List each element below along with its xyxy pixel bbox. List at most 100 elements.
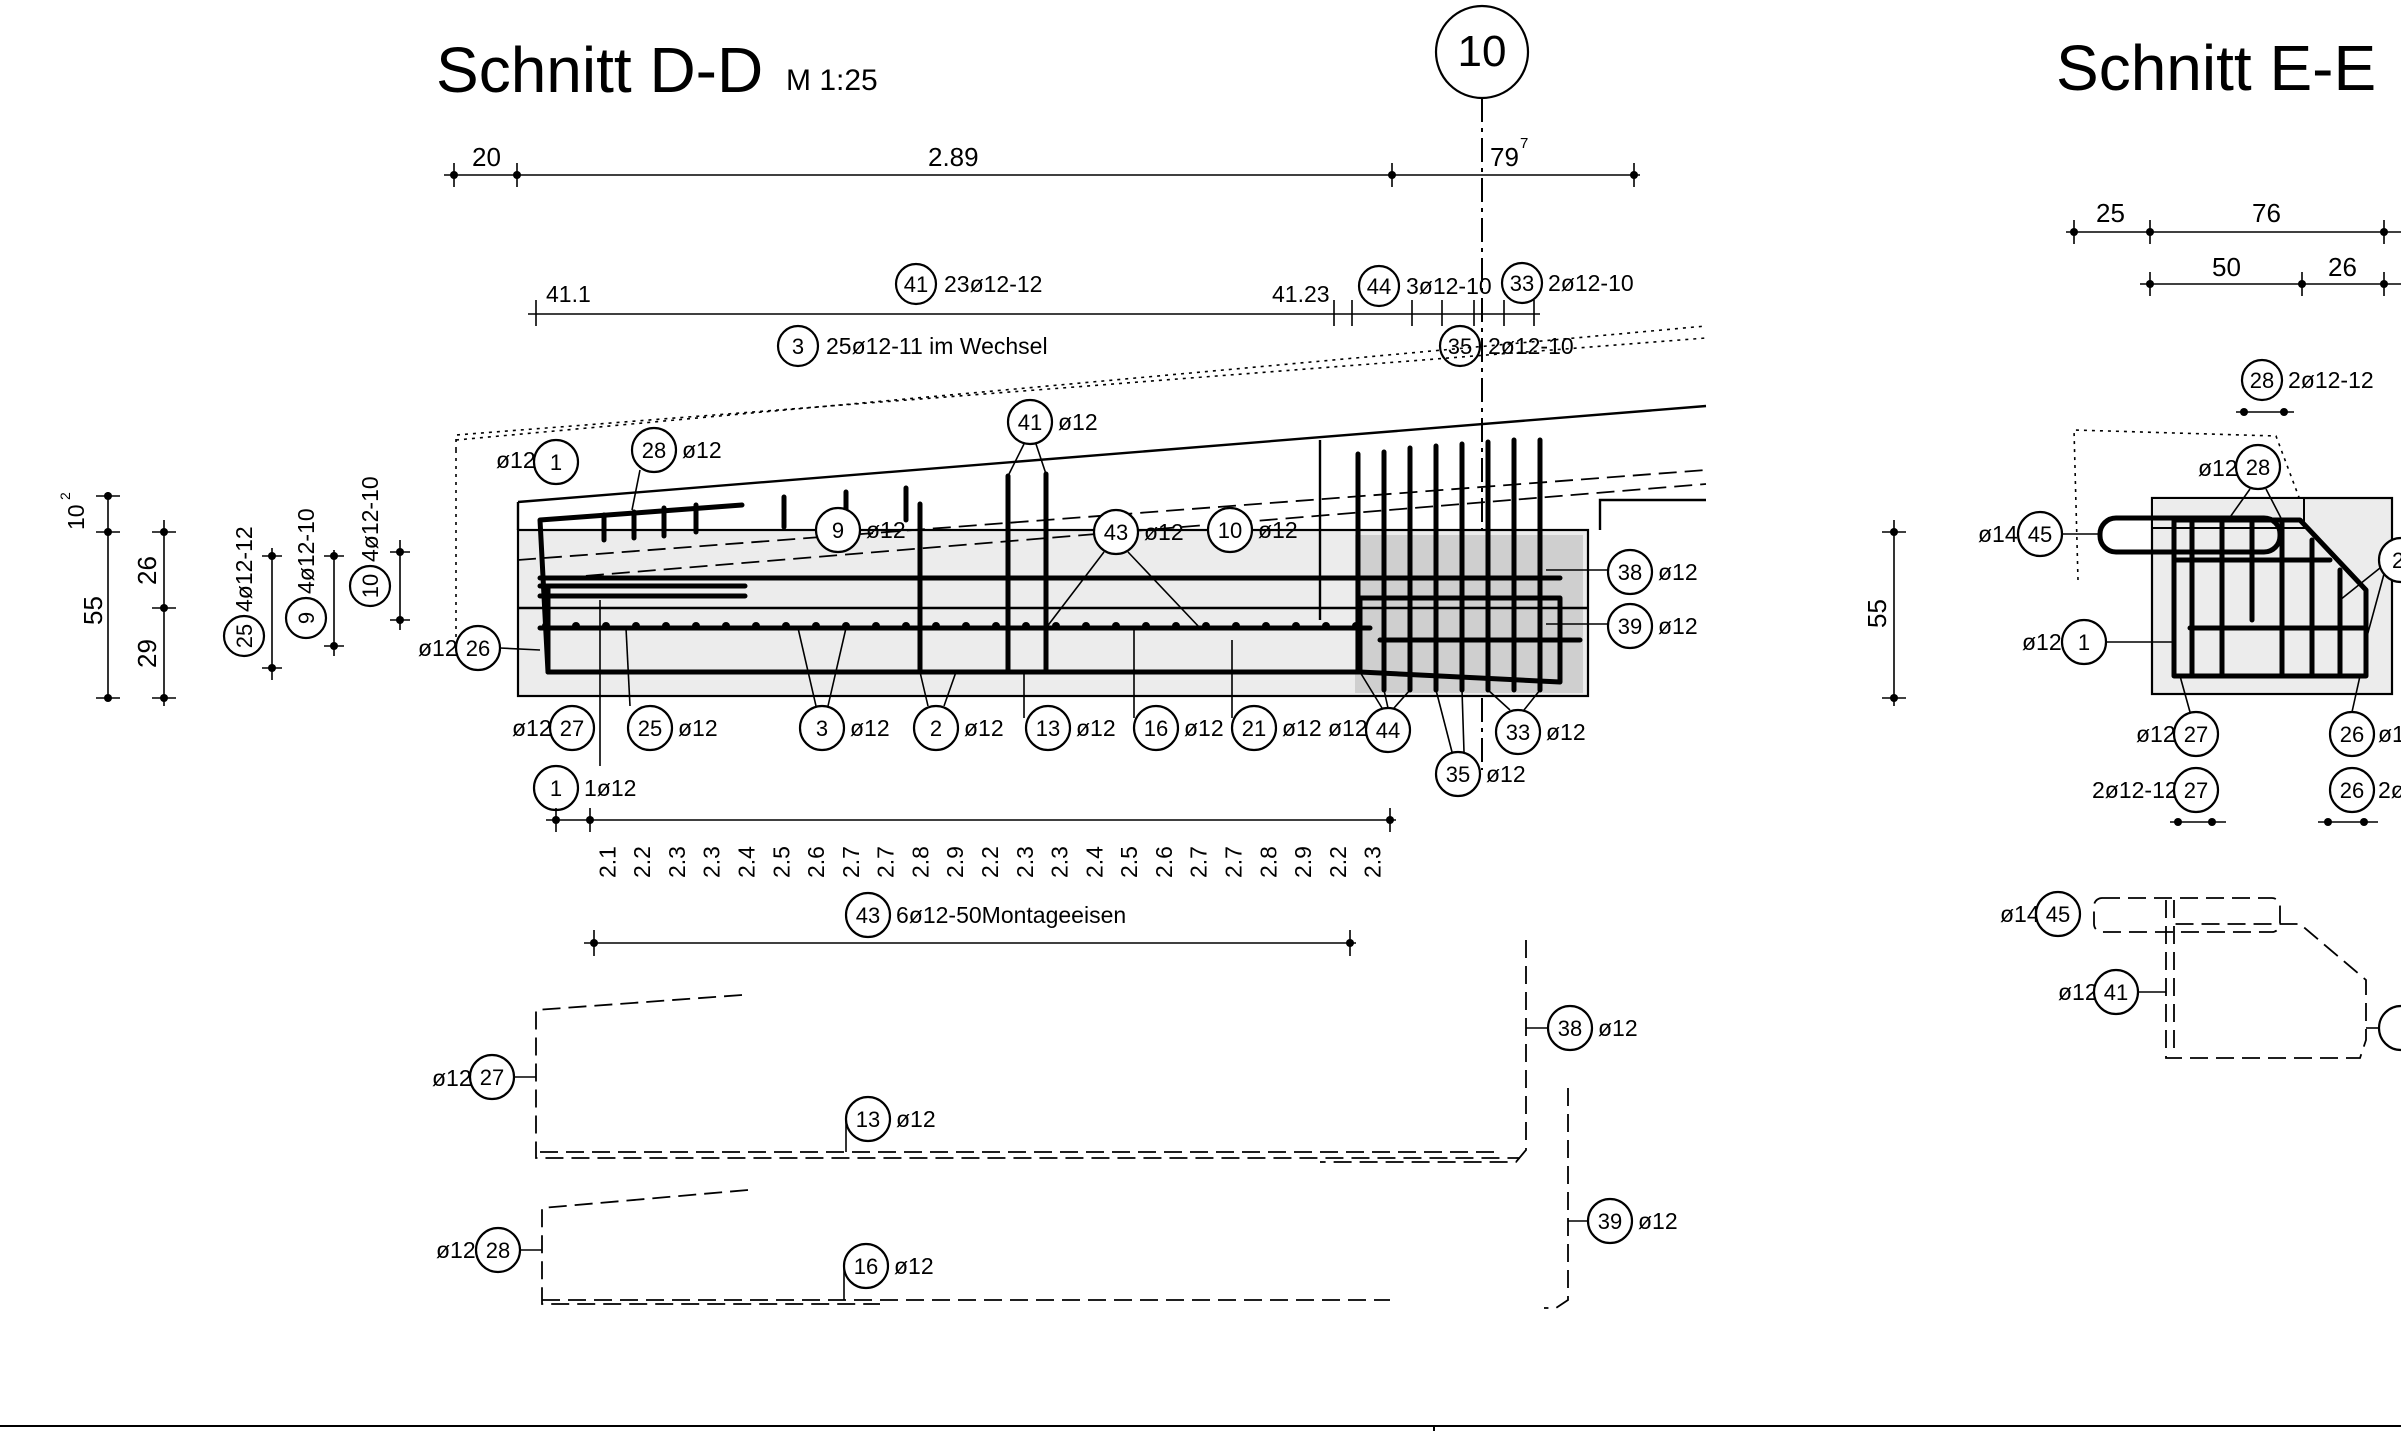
spacing-label: 2.1: [594, 846, 620, 878]
ee-label-1: ø12 1: [2022, 618, 2174, 666]
svg-text:ø12: ø12: [1076, 715, 1116, 741]
spacing-label: 2.9: [942, 846, 968, 878]
svg-text:ø12: ø12: [678, 715, 718, 741]
side-label-25: 25 4ø12-12: [222, 526, 266, 658]
svg-text:13: 13: [856, 1107, 880, 1132]
section-ee-dimensions: [1882, 220, 2401, 706]
spacing-label: 2.8: [1255, 846, 1281, 878]
spacing-label: 2.6: [803, 846, 829, 878]
spacing-label: 2.3: [1012, 846, 1038, 878]
rebar-dot: [1202, 622, 1210, 630]
spacing-dimension-line: [546, 808, 1396, 832]
svg-text:ø12: ø12: [2022, 629, 2062, 655]
svg-text:10: 10: [1218, 518, 1242, 543]
label-44-top: 44 3ø12-10: [1357, 264, 1492, 308]
section-dd-rebars: [537, 437, 1583, 693]
svg-text:1ø12: 1ø12: [584, 775, 636, 801]
svg-text:35: 35: [1446, 762, 1470, 787]
bar-shape-16: 16 ø12: [542, 1242, 1390, 1301]
svg-text:26: 26: [2340, 722, 2364, 747]
rebar-dot: [542, 622, 550, 630]
svg-text:2ø12-10: 2ø12-10: [1488, 333, 1574, 359]
rebar-dot: [932, 622, 940, 630]
svg-text:43: 43: [1104, 520, 1128, 545]
left-dimension-stack: [96, 492, 410, 706]
rebar-dot: [812, 622, 820, 630]
svg-text:3: 3: [816, 716, 828, 741]
ee-label-27: ø12 27: [2136, 675, 2220, 758]
svg-text:ø12: ø12: [2058, 979, 2098, 1005]
svg-text:44: 44: [1367, 274, 1391, 299]
svg-text:ø14: ø14: [2000, 901, 2040, 927]
svg-text:ø12: ø12: [436, 1237, 476, 1263]
label-44: ø12 44: [1328, 671, 1412, 754]
label-41: 41 ø12: [1006, 398, 1098, 477]
spacing-label: 2.5: [1116, 846, 1142, 878]
svg-text:1: 1: [550, 450, 562, 475]
svg-text:21: 21: [1242, 716, 1266, 741]
ee-label-45: ø14 45: [1978, 510, 2100, 558]
ee-label-26: 26 ø12: [2328, 675, 2401, 758]
svg-text:38: 38: [1558, 1016, 1582, 1041]
spacing-label: 2.7: [838, 846, 864, 878]
svg-text:23ø12-12: 23ø12-12: [944, 271, 1042, 297]
dim-29-left: 29: [132, 639, 162, 668]
rebar-dot: [1142, 622, 1150, 630]
rebar-dot: [572, 622, 580, 630]
spacing-label: 2.3: [1360, 846, 1386, 878]
rebar-dot: [602, 622, 610, 630]
svg-text:28: 28: [2246, 455, 2270, 480]
label-26: ø12 26: [418, 624, 541, 672]
svg-text:9: 9: [294, 612, 319, 624]
spacing-label: 2.9: [1290, 846, 1316, 878]
dim-2-89: 2.89: [928, 142, 979, 172]
dim-10-left: 10: [63, 504, 89, 530]
section-dd-scale: M 1:25: [786, 64, 878, 97]
svg-text:2ø12-12: 2ø12-12: [2092, 777, 2178, 803]
svg-text:16: 16: [854, 1254, 878, 1279]
svg-text:ø12: ø12: [496, 447, 536, 473]
label-39: 39 ø12: [1546, 602, 1698, 650]
label-9: 9 ø12: [814, 506, 906, 554]
spacing-label: 2.6: [1151, 846, 1177, 878]
svg-text:ø12: ø12: [1058, 409, 1098, 435]
svg-text:ø12: ø12: [1184, 715, 1224, 741]
svg-text:ø14: ø14: [1978, 521, 2018, 547]
svg-text:26: 26: [466, 636, 490, 661]
spacing-label: 2.3: [699, 846, 725, 878]
spacing-label: 2.5: [768, 846, 794, 878]
bar-shape-38: 38 ø12: [1320, 940, 1638, 1163]
svg-text:28: 28: [642, 438, 666, 463]
spacing-label: 2.7: [1221, 846, 1247, 878]
svg-text:27: 27: [2184, 722, 2208, 747]
svg-text:25: 25: [232, 624, 257, 648]
label-43-montage: 43 6ø12-50Montageeisen: [584, 891, 1356, 956]
svg-text:45: 45: [2028, 522, 2052, 547]
label-3: 3 ø12: [797, 627, 890, 752]
side-label-9: 9 4ø12-10: [284, 508, 328, 640]
spacing-label: 2.2: [1325, 846, 1351, 878]
svg-text:ø12: ø12: [894, 1253, 934, 1279]
rebar-dot: [1232, 622, 1240, 630]
rebar-dot: [872, 622, 880, 630]
label-16: 16 ø12: [1132, 628, 1224, 752]
label-21: 21 ø12: [1230, 640, 1322, 752]
ee-label-27-bottom: 2ø12-12 27: [2092, 766, 2226, 826]
svg-text:ø12: ø12: [1282, 715, 1322, 741]
svg-text:ø12: ø12: [2136, 721, 2176, 747]
rebar-dot: [1022, 622, 1030, 630]
label-2: 2 ø12: [912, 671, 1004, 752]
bar-shape-28: ø12 28: [436, 1189, 880, 1305]
axis-marker-10: 10: [1434, 4, 1530, 100]
bar-shape-39: 39 ø12: [1544, 1088, 1678, 1309]
dim-79: 79: [1490, 142, 1519, 172]
dim-ee-26: 26: [2328, 252, 2357, 282]
spacing-label: 2.2: [977, 846, 1003, 878]
spacing-label: 2.3: [1047, 846, 1073, 878]
svg-text:45: 45: [2046, 902, 2070, 927]
rebar-dot: [842, 622, 850, 630]
dim-79-sup: 7: [1520, 135, 1528, 152]
svg-text:9: 9: [832, 518, 844, 543]
svg-text:ø12: ø12: [2378, 721, 2401, 747]
